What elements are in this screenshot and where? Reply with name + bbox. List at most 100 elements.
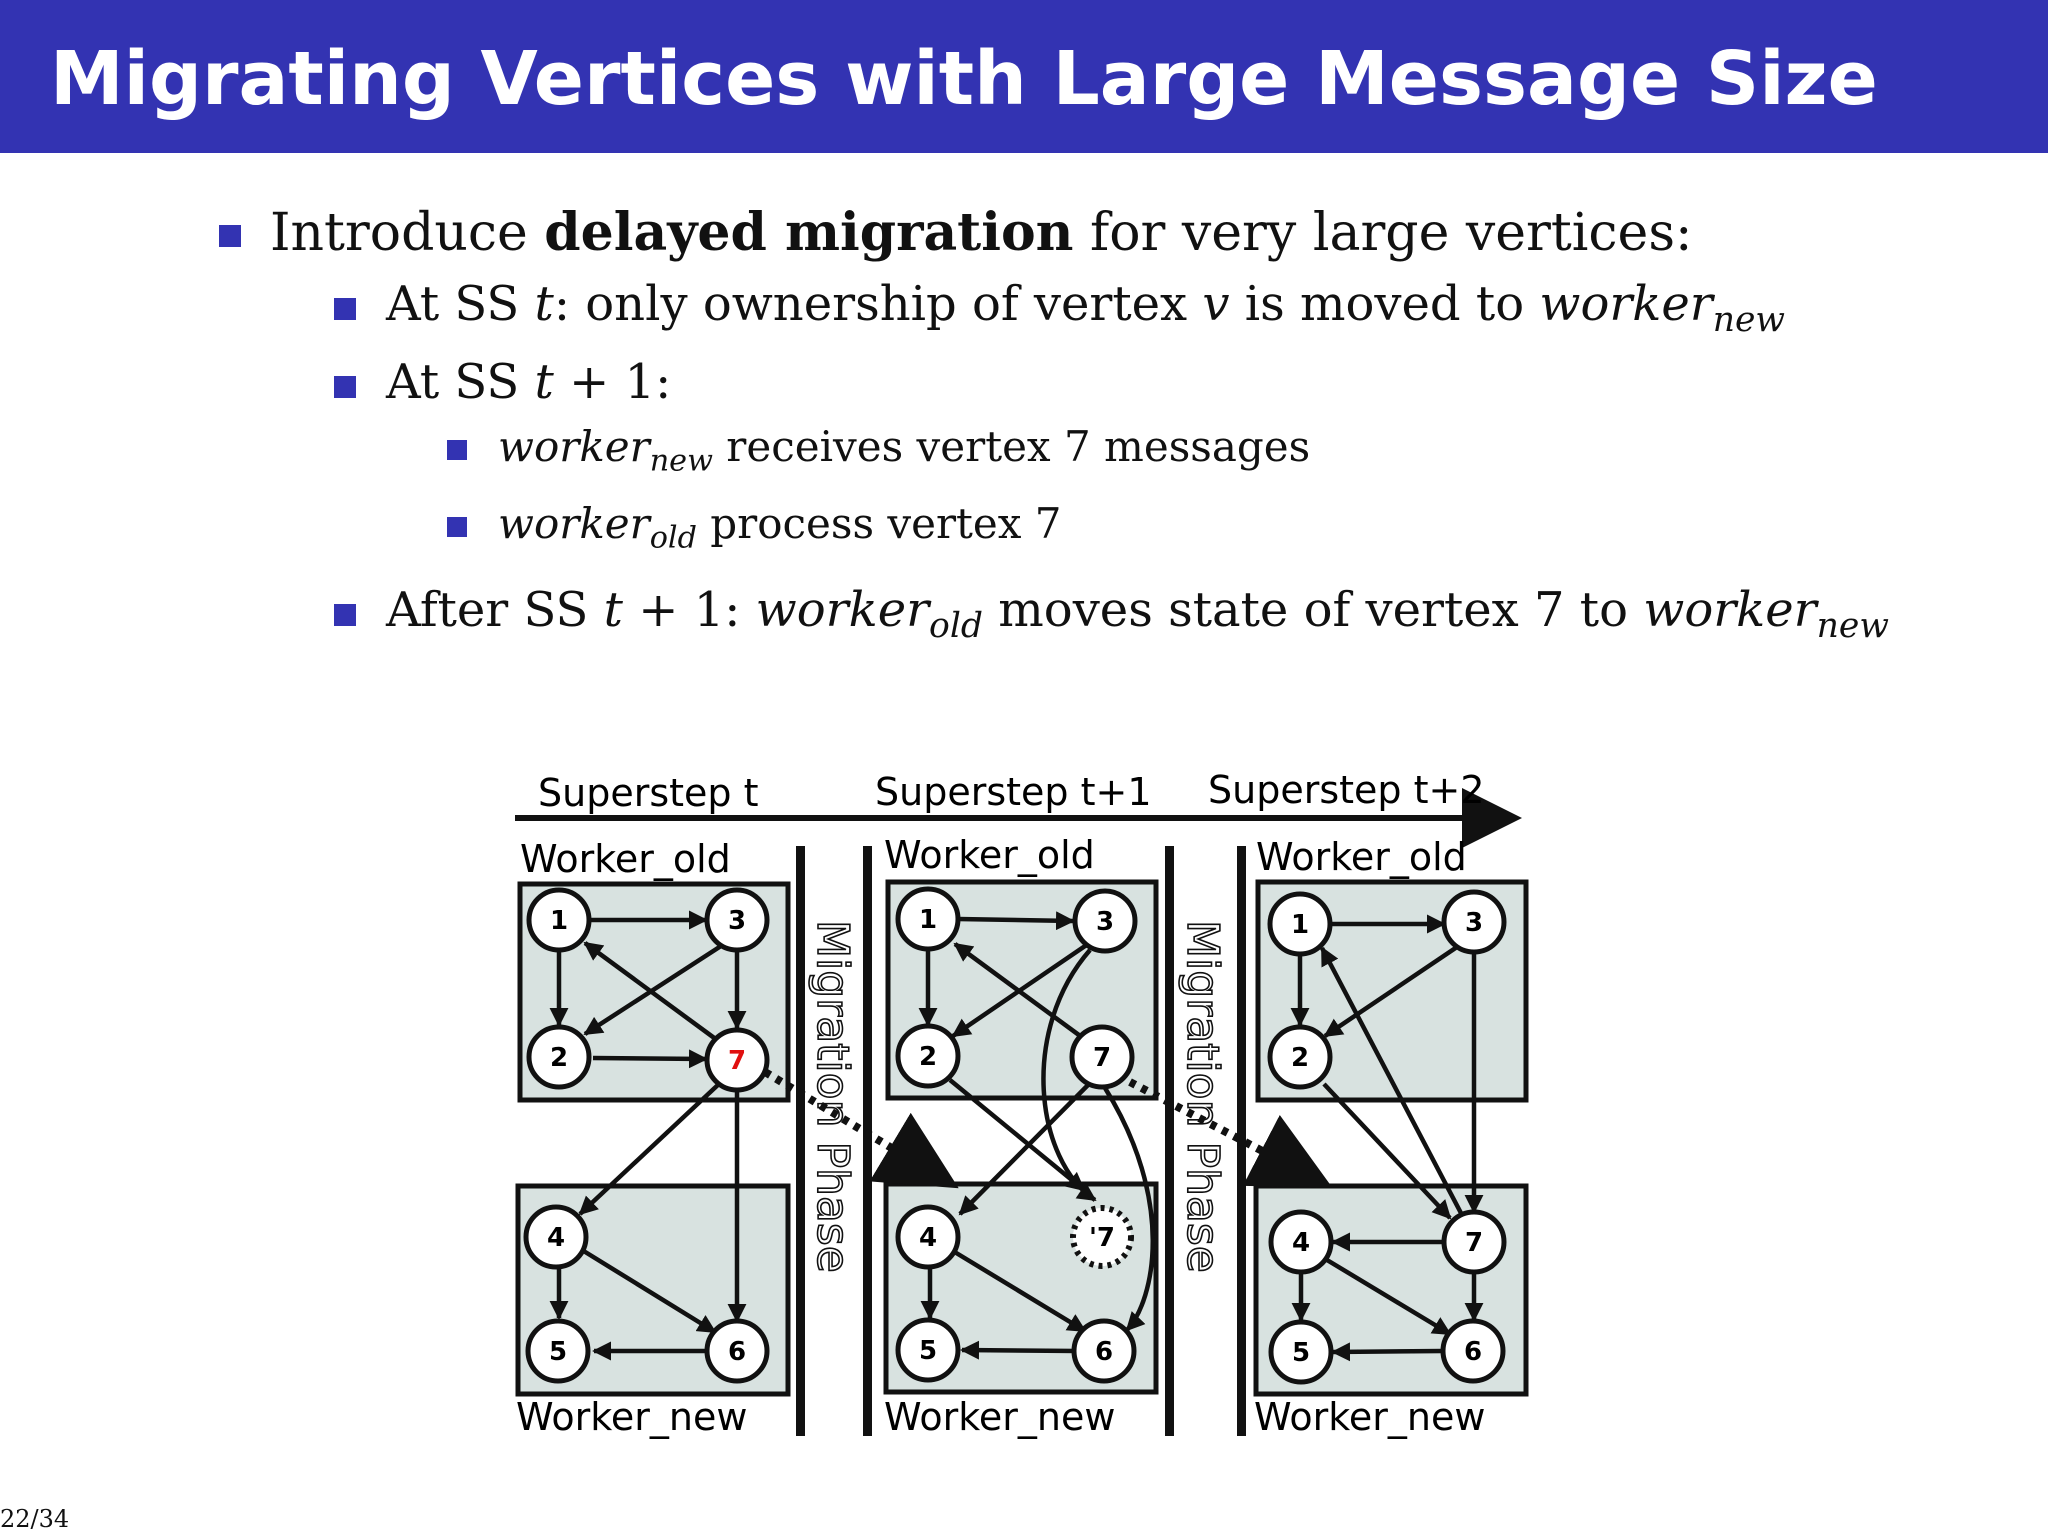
- bullet-marker: [447, 517, 467, 537]
- bullet-text: + 1:: [553, 354, 672, 410]
- svg-text:3: 3: [728, 906, 746, 936]
- bullet-ss-t-plus-1: At SS t + 1:: [386, 354, 671, 410]
- worker-old-label: Worker_old: [884, 833, 1095, 877]
- vertex: 4: [523, 1204, 589, 1270]
- page-number: 22/34: [0, 1505, 70, 1533]
- superstep-label: Superstep t+2: [1208, 768, 1485, 812]
- migration-phase-label: Migration Phase: [807, 920, 858, 1273]
- slide-title: Migrating Vertices with Large Message Si…: [50, 36, 1878, 122]
- bullet-text: After SS: [386, 582, 604, 638]
- worker-new-label: Worker_new: [516, 1395, 747, 1439]
- svg-text:1: 1: [1291, 910, 1309, 940]
- superstep-label: Superstep t+1: [875, 770, 1152, 814]
- svg-text:5: 5: [919, 1336, 937, 1366]
- separator-bar: [1165, 846, 1174, 1436]
- vertex-highlighted: 7: [704, 1027, 770, 1093]
- vertex: 2: [895, 1023, 961, 1089]
- worker-old-label: Worker_old: [1256, 835, 1467, 879]
- math-var: worker: [498, 499, 650, 548]
- separator-bar: [1237, 846, 1246, 1436]
- vertex: 1: [1267, 891, 1333, 957]
- bullet-text: is moved to: [1229, 276, 1540, 332]
- math-var: t: [534, 354, 554, 410]
- bullet-worker-new-receives: workernew receives vertex 7 messages: [498, 422, 1310, 479]
- vertex: 3: [1441, 889, 1507, 955]
- vertex: 6: [704, 1318, 770, 1384]
- bullet-bold-text: delayed migration: [544, 202, 1074, 263]
- bullet-text: for very large vertices:: [1073, 203, 1693, 263]
- superstep-label: Superstep t: [538, 771, 759, 815]
- bullet-text: receives vertex 7 messages: [712, 422, 1311, 471]
- vertex: 1: [526, 887, 592, 953]
- vertex: 5: [525, 1318, 591, 1384]
- edges-superstep-t2: [1290, 914, 1484, 1362]
- svg-text:1: 1: [919, 905, 937, 935]
- vertex: 4: [895, 1204, 961, 1270]
- math-var: worker: [1539, 276, 1713, 332]
- worker-new-label: Worker_new: [1254, 1395, 1485, 1439]
- migration-phase-label: Migration Phase: [1177, 920, 1228, 1273]
- svg-text:2: 2: [1291, 1043, 1309, 1073]
- vertex: 3: [1072, 888, 1138, 954]
- svg-text:2: 2: [550, 1043, 568, 1073]
- vertex: 6: [1440, 1318, 1506, 1384]
- vertex: 5: [1268, 1319, 1334, 1385]
- vertex: 1: [895, 886, 961, 952]
- math-var: v: [1202, 276, 1230, 332]
- math-var: t: [534, 276, 554, 332]
- worker-old-label: Worker_old: [520, 837, 731, 881]
- svg-text:3: 3: [1096, 907, 1114, 937]
- svg-text:6: 6: [1464, 1337, 1482, 1367]
- separator-bar: [863, 846, 872, 1436]
- math-subscript: old: [649, 520, 697, 556]
- svg-text:4: 4: [547, 1223, 565, 1253]
- separator-bar: [796, 846, 805, 1436]
- svg-text:4: 4: [1292, 1228, 1310, 1258]
- bullet-after-ss: After SS t + 1: workerold moves state of…: [386, 582, 1889, 646]
- vertex: 6: [1071, 1318, 1137, 1384]
- bullet-text: + 1:: [622, 582, 756, 638]
- math-var: t: [603, 582, 623, 638]
- edges-superstep-t1: [918, 911, 1155, 1360]
- bullet-text: moves state of vertex 7 to: [983, 582, 1644, 638]
- svg-text:2: 2: [919, 1042, 937, 1072]
- edges-superstep-t: [549, 910, 747, 1361]
- math-subscript: new: [1712, 300, 1785, 341]
- bullet-marker: [219, 225, 241, 247]
- svg-text:5: 5: [1292, 1338, 1310, 1368]
- svg-text:7: 7: [728, 1046, 746, 1076]
- bullet-ss-t: At SS t: only ownership of vertex v is m…: [386, 276, 1785, 340]
- bullet-text: At SS: [386, 354, 535, 410]
- svg-text:5: 5: [549, 1337, 567, 1367]
- math-var: worker: [1643, 582, 1817, 638]
- svg-text:6: 6: [1095, 1337, 1113, 1367]
- bullet-text: : only ownership of vertex: [553, 276, 1203, 332]
- math-var: worker: [498, 422, 650, 471]
- bullet-marker: [447, 440, 467, 460]
- vertex: 7: [1441, 1209, 1507, 1275]
- vertex: 2: [1267, 1024, 1333, 1090]
- migration-arrow: [1128, 1078, 1333, 1188]
- vertex: 5: [895, 1317, 961, 1383]
- math-var: worker: [755, 582, 930, 638]
- svg-text:7: 7: [1093, 1043, 1111, 1073]
- bullet-text: Introduce: [270, 203, 545, 263]
- worker-new-label: Worker_new: [884, 1395, 1115, 1439]
- bullet-delayed-migration: Introduce delayed migration for very lar…: [270, 202, 1693, 263]
- svg-text:6: 6: [728, 1337, 746, 1367]
- svg-text:7: 7: [1465, 1228, 1483, 1258]
- migration-arrow: [762, 1068, 959, 1189]
- vertex-ghost: '7: [1070, 1205, 1134, 1269]
- bullet-text: process vertex 7: [696, 499, 1062, 548]
- svg-text:4: 4: [919, 1223, 937, 1253]
- title-bar: Migrating Vertices with Large Message Si…: [0, 0, 2048, 153]
- math-subscript: old: [929, 606, 984, 647]
- bullet-marker: [334, 298, 356, 320]
- math-subscript: new: [1816, 606, 1889, 647]
- bullet-marker: [334, 604, 356, 626]
- vertex: 3: [704, 887, 770, 953]
- vertex: 2: [526, 1024, 592, 1090]
- bullet-marker: [334, 376, 356, 398]
- svg-text:'7: '7: [1089, 1223, 1115, 1253]
